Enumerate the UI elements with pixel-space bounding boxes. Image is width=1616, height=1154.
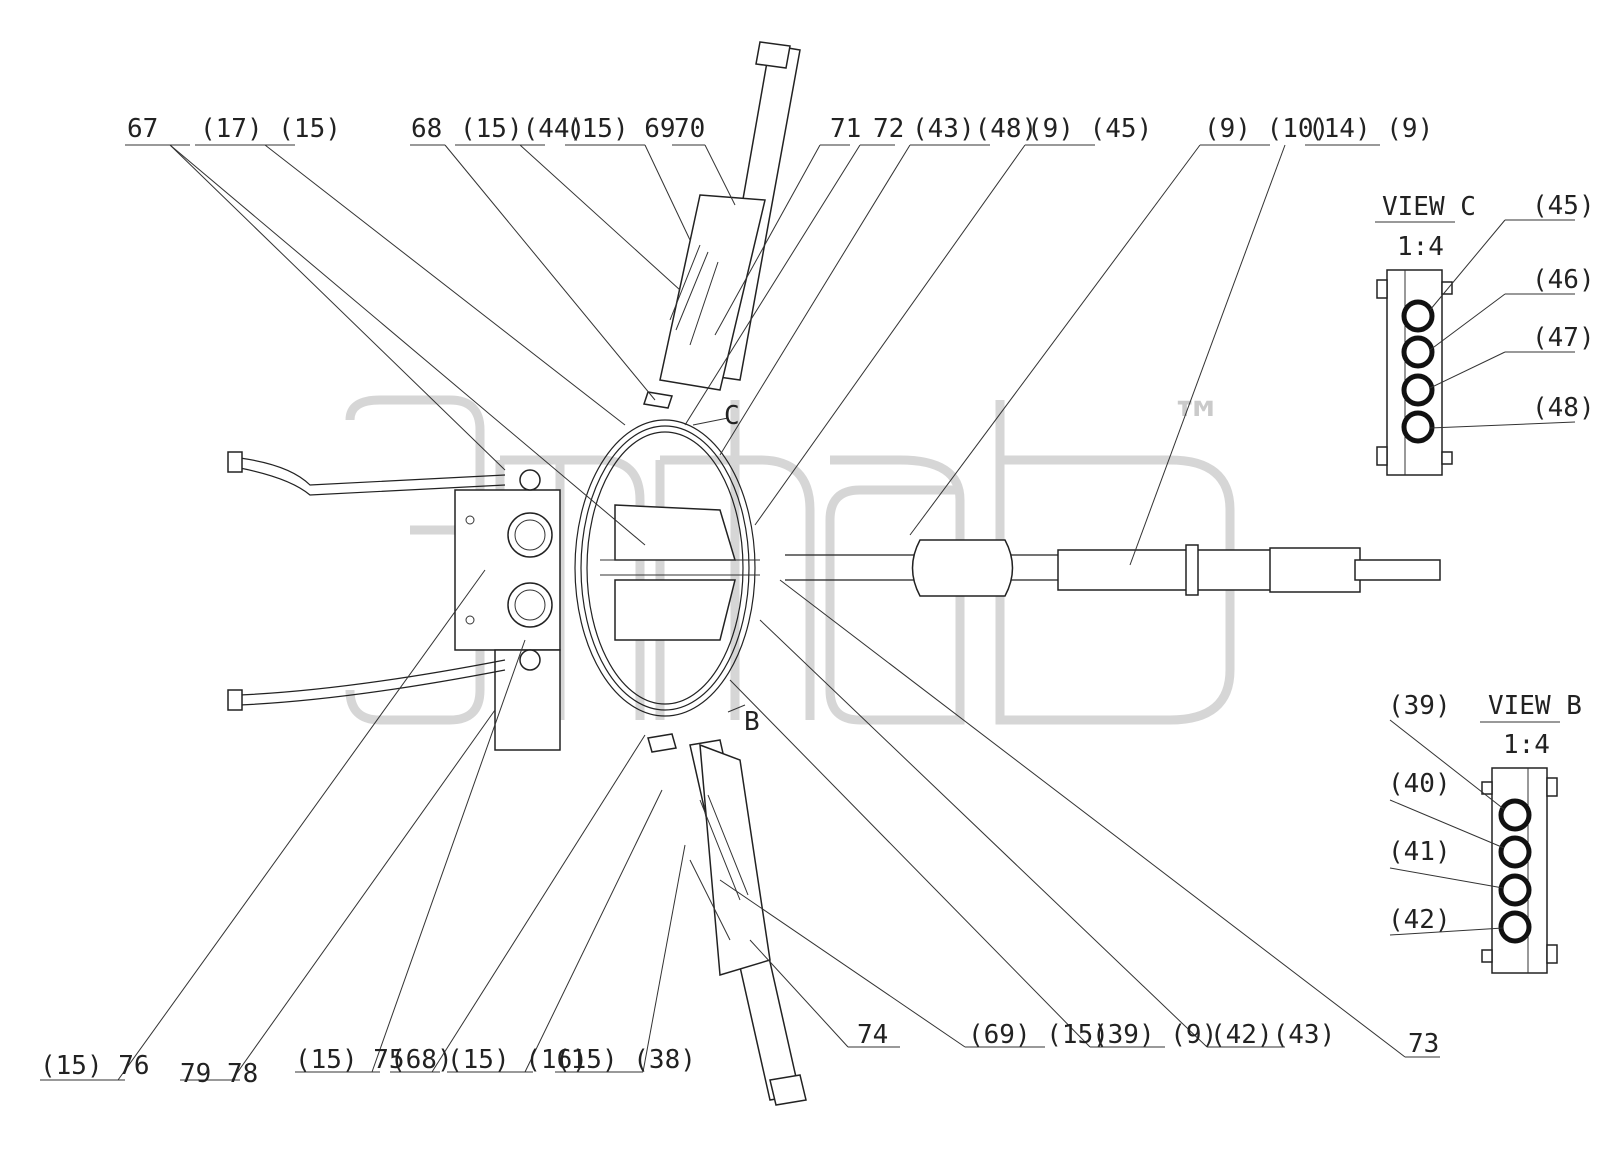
callout-68: 68 xyxy=(411,114,442,144)
watermark-tm: ™ xyxy=(1170,390,1224,453)
view-b-title: VIEW B xyxy=(1488,691,1582,721)
view-marker-c: C xyxy=(724,401,740,431)
bottom-callouts: (15) 76 79 78 (15) 75 (68) (15) (16) (15… xyxy=(40,1020,1439,1089)
callout-69-15: (69) (15) xyxy=(968,1020,1109,1050)
callout-67: 67 xyxy=(127,114,158,144)
callout-17-15: (17) (15) xyxy=(200,114,341,144)
top-callouts: 67 (17) (15) 68 (15)(44) (15) 69 70 71 7… xyxy=(127,114,1433,144)
view-b-detail: VIEW B 1:4 (39) (40) (41) (42) xyxy=(1388,691,1582,974)
view-c-label-45: (45) xyxy=(1532,191,1595,221)
view-b-label-42: (42) xyxy=(1388,905,1451,935)
view-c-scale: 1:4 xyxy=(1397,232,1444,262)
view-b-label-39: (39) xyxy=(1388,691,1451,721)
callout-43-48: (43)(48) xyxy=(912,114,1037,144)
hose-loop xyxy=(574,419,756,717)
bottom-leaders xyxy=(40,569,1440,1081)
view-b-label-40: (40) xyxy=(1388,769,1451,799)
callout-15-38: (15) (38) xyxy=(555,1045,696,1075)
callout-71: 71 xyxy=(830,114,861,144)
view-b-label-41: (41) xyxy=(1388,837,1451,867)
callout-68-bottom: (68) xyxy=(390,1045,453,1075)
lower-cylinder xyxy=(647,733,807,1106)
valve-block xyxy=(454,469,561,751)
callout-74: 74 xyxy=(857,1020,888,1050)
callout-15-69: (15) 69 xyxy=(566,114,676,144)
view-marker-b: B xyxy=(744,707,760,737)
view-c-detail: VIEW C 1:4 (45) (46) (47) (48) xyxy=(1375,191,1595,476)
upper-cylinder xyxy=(643,41,801,409)
view-c-label-48: (48) xyxy=(1532,393,1595,423)
callout-9-45: (9) (45) xyxy=(1027,114,1152,144)
view-markers: C B xyxy=(692,401,760,737)
callout-9-10: (9) (10) xyxy=(1204,114,1329,144)
callout-79-78: 79 78 xyxy=(180,1059,258,1089)
side-hoses xyxy=(227,451,506,711)
view-c-label-46: (46) xyxy=(1532,265,1595,295)
callout-15-76: (15) 76 xyxy=(40,1051,150,1081)
view-b-scale: 1:4 xyxy=(1503,730,1550,760)
callout-73: 73 xyxy=(1408,1029,1439,1059)
right-boom xyxy=(785,539,1441,597)
callout-70: 70 xyxy=(674,114,705,144)
callout-39-9: (39) (9) xyxy=(1092,1020,1217,1050)
callout-15-75: (15) 75 xyxy=(295,1045,405,1075)
callout-15-44: (15)(44) xyxy=(460,114,585,144)
callout-72: 72 xyxy=(873,114,904,144)
callout-15-16: (15) (16) xyxy=(447,1045,588,1075)
top-leaders xyxy=(125,144,1380,566)
center-tanks xyxy=(600,504,760,641)
view-c-title: VIEW C xyxy=(1382,192,1476,222)
callout-42-43: (42)(43) xyxy=(1210,1020,1335,1050)
view-c-label-47: (47) xyxy=(1532,323,1595,353)
callout-14-9: (14) (9) xyxy=(1308,114,1433,144)
